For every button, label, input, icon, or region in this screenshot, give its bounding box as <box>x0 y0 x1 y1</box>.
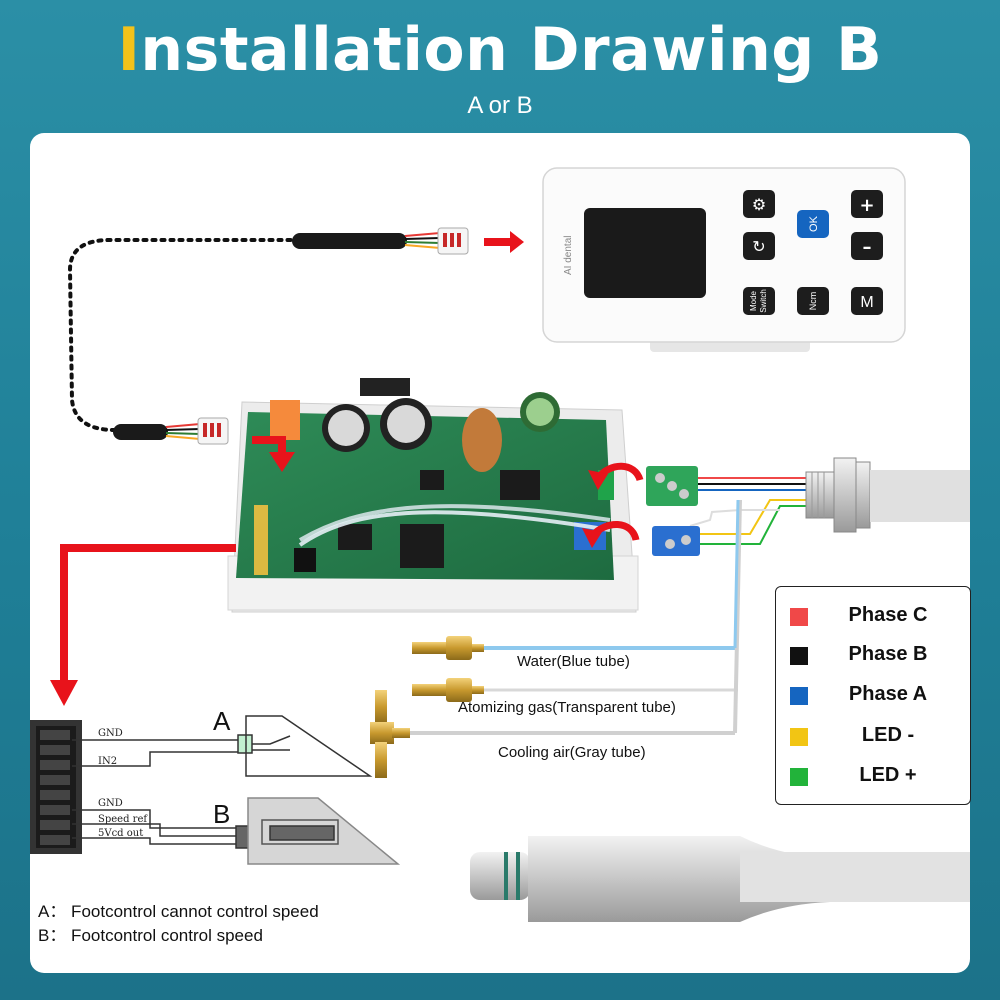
legend-item-phase-b: Phase B <box>776 640 972 670</box>
page-title: Installation Drawing B <box>0 14 1000 86</box>
reset-button[interactable] <box>743 232 775 260</box>
footcontrol-connector <box>30 720 82 854</box>
arrow-to-controller <box>484 231 524 253</box>
ncm-button[interactable] <box>797 287 829 315</box>
option-b-wiring <box>72 797 401 865</box>
minus-label: – <box>863 237 872 258</box>
legend-label: LED + <box>859 764 917 786</box>
handpiece-motor <box>470 836 970 922</box>
driver-board <box>227 378 639 613</box>
motor-wires <box>689 477 810 545</box>
legend-item-led-minus: LED - <box>776 721 972 751</box>
ok-button[interactable] <box>797 210 829 238</box>
dotted-cable <box>67 238 302 432</box>
wire-color-legend: Phase C Phase B Phase A LED - LED + <box>775 586 971 805</box>
control-panel: AI dental ⚙ ↻ OK + – Mode Switch Ncm M <box>542 167 906 352</box>
pin-b-gnd: GND <box>98 798 123 809</box>
legend-label: LED - <box>861 724 915 746</box>
lower-cable <box>113 417 229 445</box>
note-option-a: A： Footcontrol cannot control speed <box>38 902 319 921</box>
legend-swatch <box>790 768 808 786</box>
motor-fitting <box>805 457 970 533</box>
ncm-label: Ncm <box>808 292 818 311</box>
title-first-letter: I <box>117 15 141 85</box>
legend-item-led-plus: LED + <box>776 761 972 791</box>
water-tube <box>412 636 735 660</box>
plus-label: + <box>859 195 874 216</box>
pin-a-gnd: GND <box>98 728 123 739</box>
curved-arrow-upper-head <box>588 470 608 490</box>
ok-label: OK <box>808 215 820 232</box>
legend-swatch <box>790 647 808 665</box>
rotate-icon: ↻ <box>752 237 765 256</box>
legend-swatch <box>790 728 808 746</box>
note-option-b: B： Footcontrol control speed <box>38 926 263 945</box>
terminal-block-2pin <box>652 526 700 556</box>
footcontrol-arrow <box>60 544 236 684</box>
legend-swatch <box>790 608 808 626</box>
title-rest: nstallation Drawing B <box>140 15 883 85</box>
legend-swatch <box>790 687 808 705</box>
legend-label: Phase C <box>848 604 928 626</box>
legend-item-phase-a: Phase A <box>776 680 972 710</box>
m-label: M <box>860 294 873 311</box>
pin-a-in2: IN2 <box>98 756 117 767</box>
pin-b-5v: 5Vcd out <box>98 828 143 839</box>
settings-button[interactable] <box>743 190 775 218</box>
mode-label: Mode <box>749 290 758 311</box>
cooling-tube-label: Cooling air(Gray tube) <box>498 744 646 761</box>
curved-arrow-lower-head <box>582 528 602 548</box>
switch-label: Switch <box>759 289 768 313</box>
plus-button[interactable] <box>851 190 883 218</box>
option-a-letter: A <box>213 706 231 736</box>
water-tube-label: Water(Blue tube) <box>517 653 630 670</box>
pin-b-speed-ref: Speed ref <box>98 814 148 825</box>
legend-label: Phase A <box>848 683 928 705</box>
option-b-letter: B <box>213 799 230 829</box>
minus-button[interactable] <box>851 232 883 260</box>
board-arrow-down <box>252 436 295 472</box>
option-a-wiring <box>72 715 373 777</box>
page-subtitle: A or B <box>467 92 533 119</box>
m-button[interactable] <box>851 287 883 315</box>
mode-switch-button[interactable] <box>743 287 775 315</box>
footcontrol-arrow-head <box>50 680 78 706</box>
brand-text: AI dental <box>563 236 574 275</box>
cooling-tee <box>370 499 742 778</box>
atomizing-tube <box>412 678 738 702</box>
terminal-block-3pin <box>646 466 698 506</box>
legend-label: Phase B <box>848 643 928 665</box>
atomizing-tube-label: Atomizing gas(Transparent tube) <box>458 699 676 716</box>
legend-item-phase-c: Phase C <box>776 601 972 631</box>
upper-cable <box>292 227 469 255</box>
gear-icon: ⚙ <box>752 195 766 214</box>
